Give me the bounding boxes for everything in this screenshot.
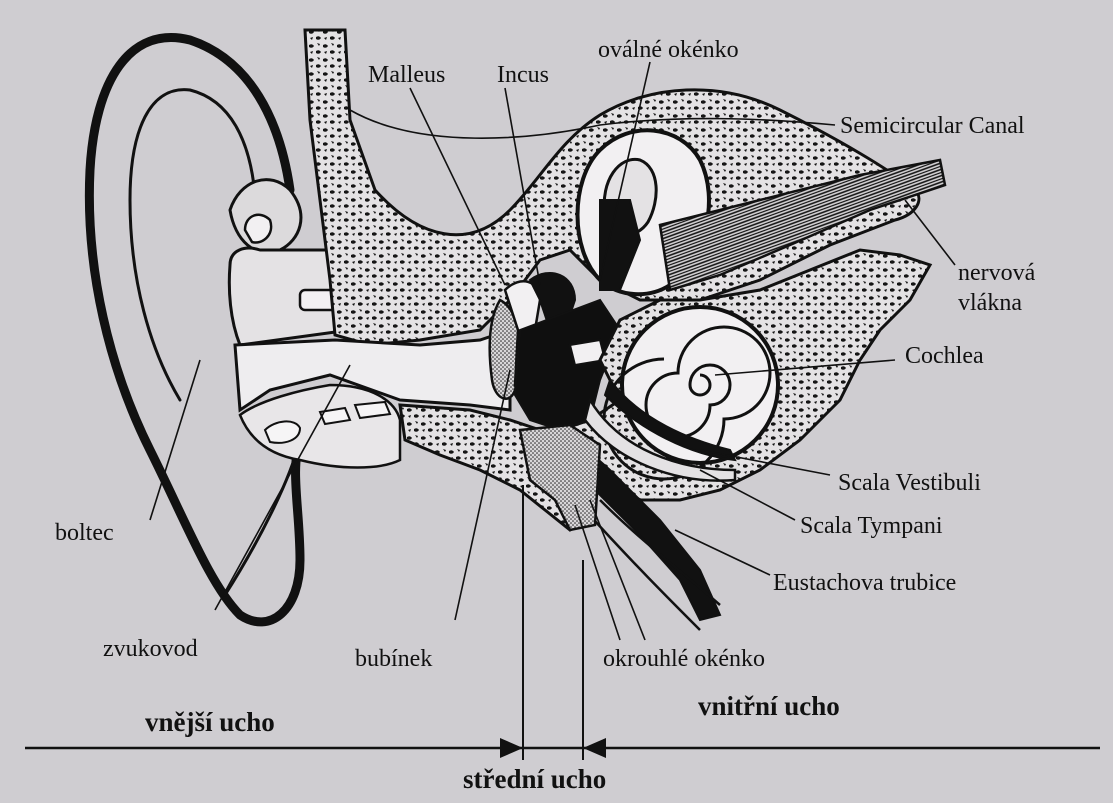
label-incus: Incus <box>497 62 549 88</box>
label-semicircular-canal: Semicircular Canal <box>840 113 1025 139</box>
label-scala-tympani: Scala Tympani <box>800 513 943 539</box>
label-cochlea: Cochlea <box>905 343 984 369</box>
label-auricle: boltec <box>55 520 114 546</box>
label-inner-ear: vnitřní ucho <box>698 691 840 721</box>
label-scala-vestibuli: Scala Vestibuli <box>838 470 981 496</box>
label-outer-ear: vnější ucho <box>145 707 275 737</box>
label-round-window: okrouhlé okénko <box>603 646 765 672</box>
label-nerve-fibers-2: vlákna <box>958 290 1022 316</box>
label-middle-ear: střední ucho <box>463 764 606 794</box>
label-eustachian-tube: Eustachova trubice <box>773 570 956 596</box>
label-eardrum: bubínek <box>355 646 432 672</box>
label-oval-window: oválné okénko <box>598 37 739 63</box>
label-malleus: Malleus <box>368 62 445 88</box>
label-ear-canal: zvukovod <box>103 636 198 662</box>
label-nerve-fibers-1: nervová <box>958 260 1036 286</box>
